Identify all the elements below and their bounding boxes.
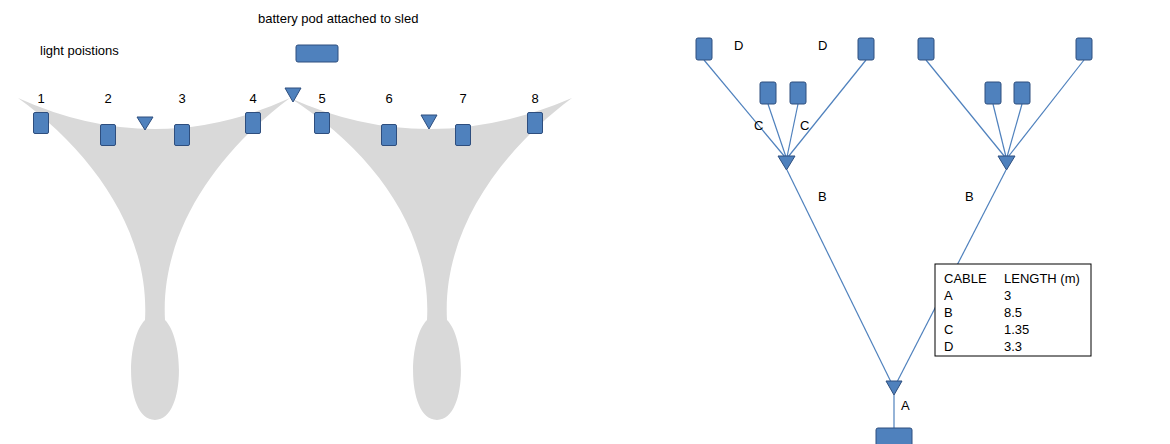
note-text: battery pod attached to sled	[258, 11, 418, 26]
connector-triangle	[998, 156, 1015, 170]
light-box	[918, 38, 934, 60]
battery-pod	[876, 428, 912, 444]
light-position: 6	[377, 91, 401, 106]
light-box	[527, 112, 543, 134]
table-border	[935, 264, 1091, 356]
battery-pod	[296, 45, 338, 62]
light-position: 3	[170, 91, 194, 106]
light-box	[1014, 82, 1030, 104]
light-box	[985, 82, 1001, 104]
cable-line	[1008, 60, 1084, 157]
cable-letter: B	[965, 189, 974, 204]
connector-triangle	[421, 115, 437, 129]
cable-line	[893, 395, 894, 428]
table-cell: C	[944, 322, 953, 337]
connector-triangle	[285, 88, 301, 102]
position-number: 4	[241, 91, 265, 106]
table-cell: 3.3	[1004, 339, 1022, 354]
light-box	[790, 82, 806, 104]
light-box	[174, 124, 190, 146]
cable-letter: A	[901, 398, 910, 413]
table-cell: B	[944, 305, 953, 320]
table-header: CABLE	[944, 271, 987, 286]
table-header: LENGTH (m)	[1004, 271, 1080, 286]
connector-triangle	[778, 156, 795, 170]
light-box	[1076, 38, 1092, 60]
cable-letter: C	[754, 118, 763, 133]
cable-line	[787, 170, 891, 382]
light-box	[100, 124, 116, 146]
cable-letter: D	[734, 38, 743, 53]
cable-line	[704, 60, 785, 157]
light-box	[760, 82, 776, 104]
light-position: 8	[523, 91, 547, 106]
cable-line	[993, 104, 1006, 157]
table-cell: 1.35	[1004, 322, 1029, 337]
light-box	[696, 38, 712, 60]
light-box	[314, 112, 330, 134]
cable-line	[788, 60, 866, 157]
light-position: 4	[241, 91, 265, 106]
connector-triangle	[886, 381, 902, 395]
light-position: 1	[29, 91, 53, 106]
light-position: 7	[451, 91, 475, 106]
position-number: 1	[29, 91, 53, 106]
position-number: 2	[96, 91, 120, 106]
cable-letter: D	[818, 38, 827, 53]
net-shape	[18, 98, 290, 420]
table-cell: D	[944, 339, 953, 354]
table-cell: A	[944, 288, 953, 303]
position-number: 5	[310, 91, 334, 106]
position-number: 8	[523, 91, 547, 106]
light-box	[381, 124, 397, 146]
table-cell: 8.5	[1004, 305, 1022, 320]
position-number: 6	[377, 91, 401, 106]
cable-line	[926, 60, 1005, 157]
light-box	[455, 124, 471, 146]
light-box	[245, 112, 261, 134]
cable-line	[768, 104, 786, 157]
cable-letter: C	[800, 118, 809, 133]
light-box	[858, 38, 874, 60]
position-number: 7	[451, 91, 475, 106]
light-position: 2	[96, 91, 120, 106]
table-cell: 3	[1004, 288, 1011, 303]
net-shape	[290, 98, 572, 420]
light-box	[33, 112, 49, 134]
note-text: light poistions	[40, 43, 119, 58]
cable-line	[787, 104, 798, 157]
cable-letter: B	[818, 189, 827, 204]
connector-triangle	[137, 117, 153, 130]
light-position: 5	[310, 91, 334, 106]
position-number: 3	[170, 91, 194, 106]
